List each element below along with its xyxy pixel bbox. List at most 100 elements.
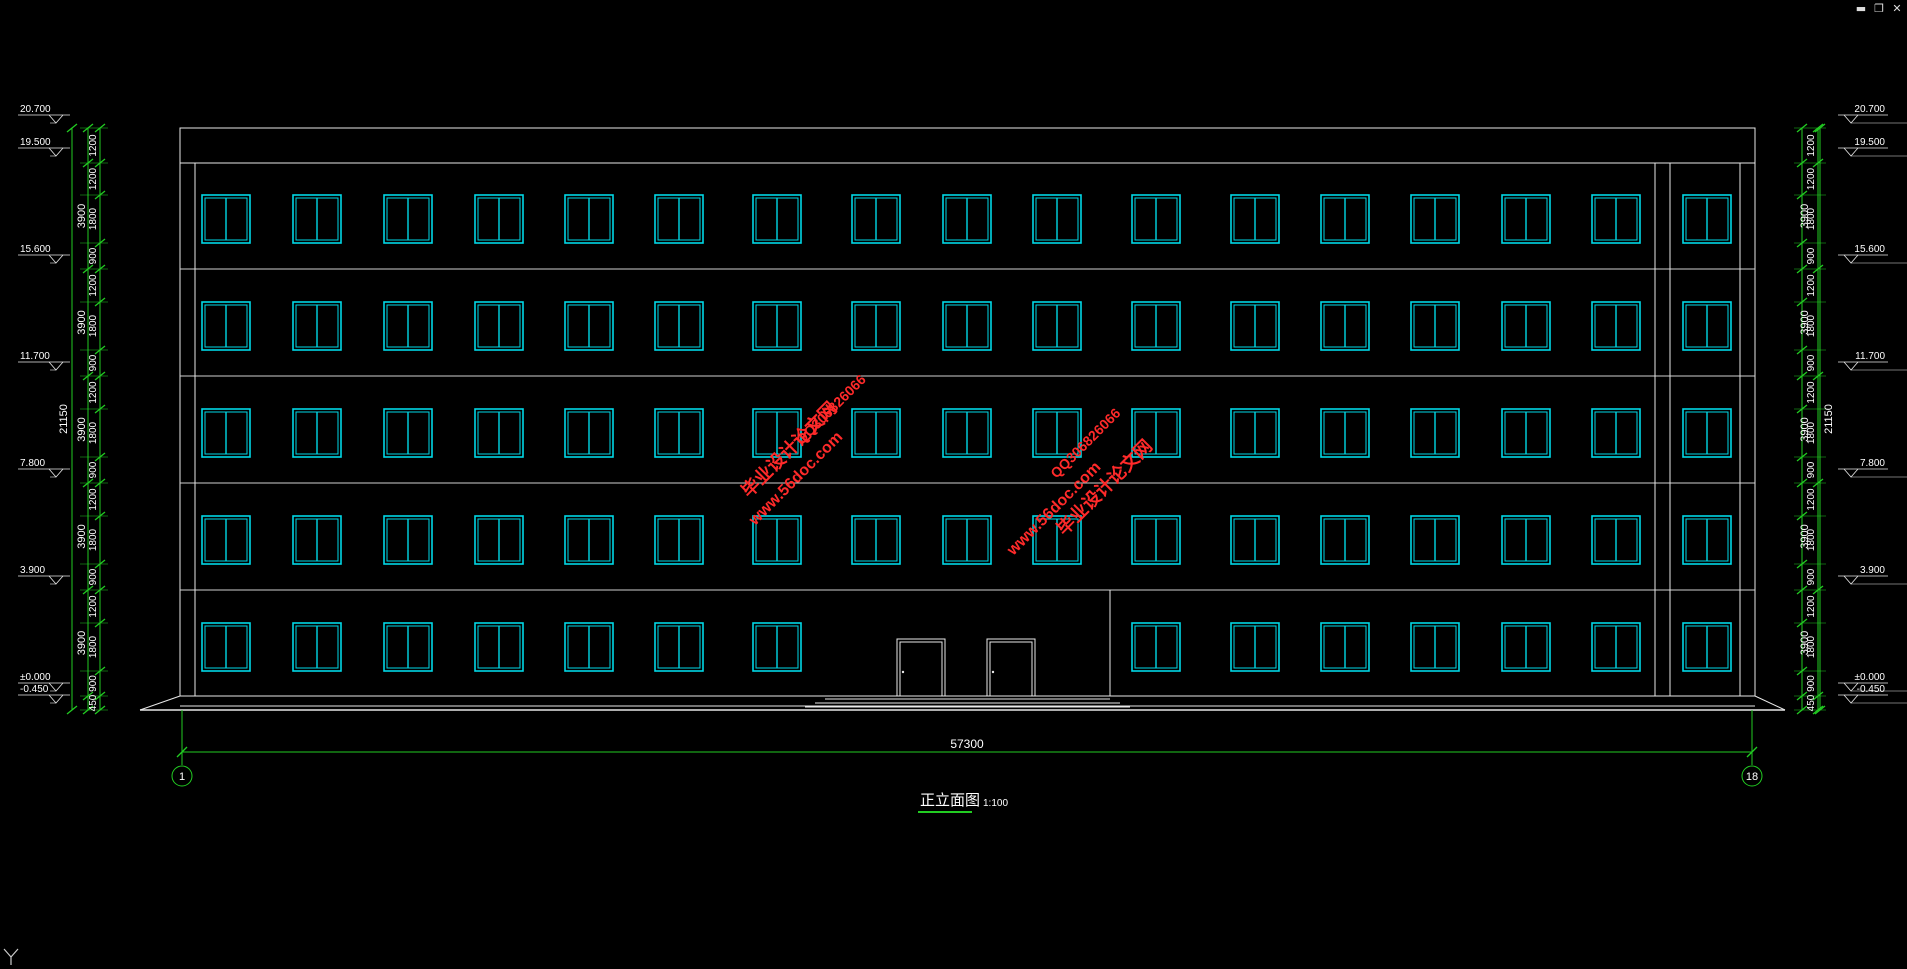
elevation-label: 3.900 — [1860, 565, 1885, 576]
axis-markers: 1 18 — [171, 765, 1763, 787]
window-frame — [1320, 408, 1370, 458]
door-leaf — [989, 641, 1033, 697]
dim-floor-label: 3900 — [1799, 524, 1811, 548]
window-frame — [564, 622, 614, 672]
dim-tick — [1812, 705, 1824, 715]
window-frame — [201, 194, 251, 244]
door-frame — [986, 638, 1036, 697]
elevation-triangle — [48, 361, 64, 371]
window-frame — [1682, 301, 1732, 351]
window-frame — [1320, 301, 1370, 351]
right-dimension-chain: 1200120018009001200180090012001800900120… — [1794, 123, 1835, 715]
window — [851, 515, 901, 565]
window — [654, 408, 704, 458]
right-elevation-marks: 20.70019.50015.60011.7007.8003.900±0.000… — [1838, 104, 1907, 704]
dim-tick — [1812, 478, 1824, 488]
dim-segment-label: 1800 — [88, 421, 99, 444]
dim-tick — [1812, 158, 1824, 168]
window-frame — [851, 301, 901, 351]
elevation-triangle — [48, 468, 64, 478]
window-frame — [1501, 408, 1551, 458]
building-outline — [139, 127, 1786, 711]
dim-tick — [1812, 585, 1824, 595]
title-name: 正立面图 — [920, 792, 980, 809]
window-frame — [1410, 194, 1460, 244]
window — [292, 622, 342, 672]
dim-segment-label: 1800 — [88, 528, 99, 551]
window-frame — [474, 301, 524, 351]
window-frame — [1410, 408, 1460, 458]
window-frame — [1131, 515, 1181, 565]
dim-segment-label: 1200 — [88, 274, 99, 297]
window-frame — [1682, 194, 1732, 244]
axis-bubble — [171, 765, 193, 787]
window-frame — [1410, 622, 1460, 672]
window-frame — [292, 194, 342, 244]
dim-segment-label: 900 — [1806, 568, 1817, 585]
ucs-y-axis-icon — [3, 948, 19, 965]
window-frame — [474, 194, 524, 244]
elevation-label: ±0.000 — [20, 672, 51, 683]
window-frame — [1320, 194, 1370, 244]
elevation-label: 19.500 — [20, 137, 51, 148]
title-scale: 1:100 — [983, 798, 1008, 809]
window-frame — [1501, 194, 1551, 244]
dim-total-label: 21150 — [1823, 404, 1835, 434]
elevation-triangle — [1843, 254, 1859, 264]
window-frame — [654, 515, 704, 565]
dim-tick — [82, 123, 94, 133]
elevation-label: 11.700 — [1855, 351, 1885, 362]
window — [201, 515, 251, 565]
window — [383, 194, 433, 244]
dim-segment-label: 1800 — [1806, 207, 1817, 230]
window-frame — [474, 515, 524, 565]
window — [752, 301, 802, 351]
window — [851, 408, 901, 458]
dim-floor-label: 3900 — [76, 417, 88, 441]
close-icon[interactable]: ✕ — [1892, 2, 1902, 15]
dim-segment-label: 450 — [1806, 694, 1817, 711]
window — [201, 301, 251, 351]
elevation-label: 3.900 — [20, 565, 45, 576]
window — [474, 301, 524, 351]
dim-segment-label: 1800 — [1806, 314, 1817, 337]
window — [942, 408, 992, 458]
window-frame — [292, 515, 342, 565]
window-frame — [1320, 515, 1370, 565]
window-frame — [383, 408, 433, 458]
elevation-triangle — [48, 682, 64, 692]
window — [1032, 515, 1082, 565]
elevation-label: 11.700 — [20, 351, 50, 362]
window-frame — [942, 408, 992, 458]
ground-slope — [1754, 695, 1786, 711]
window — [654, 194, 704, 244]
window-frame — [292, 301, 342, 351]
dim-segment-label: 1800 — [1806, 635, 1817, 658]
dim-segment-label: 1200 — [1806, 167, 1817, 190]
window-frame — [564, 194, 614, 244]
window — [564, 408, 614, 458]
window — [1591, 301, 1641, 351]
window — [1682, 515, 1732, 565]
window-frame — [654, 622, 704, 672]
window-frame — [752, 194, 802, 244]
window — [1682, 622, 1732, 672]
window — [1320, 301, 1370, 351]
window-frame — [851, 515, 901, 565]
elevation-label: 15.600 — [20, 244, 51, 255]
window — [1230, 408, 1280, 458]
restore-icon[interactable]: ❐ — [1874, 2, 1884, 15]
elevation-label: -0.450 — [20, 684, 49, 695]
dim-segment-label: 1800 — [88, 635, 99, 658]
window-frame — [851, 194, 901, 244]
minimize-icon[interactable]: ▬ — [1855, 2, 1867, 15]
dim-tick — [1814, 705, 1826, 715]
window-frame — [654, 194, 704, 244]
window — [1320, 515, 1370, 565]
window-frame — [383, 622, 433, 672]
window-frame — [564, 515, 614, 565]
window-frame — [201, 301, 251, 351]
door-frame — [896, 638, 946, 697]
window — [1682, 408, 1732, 458]
